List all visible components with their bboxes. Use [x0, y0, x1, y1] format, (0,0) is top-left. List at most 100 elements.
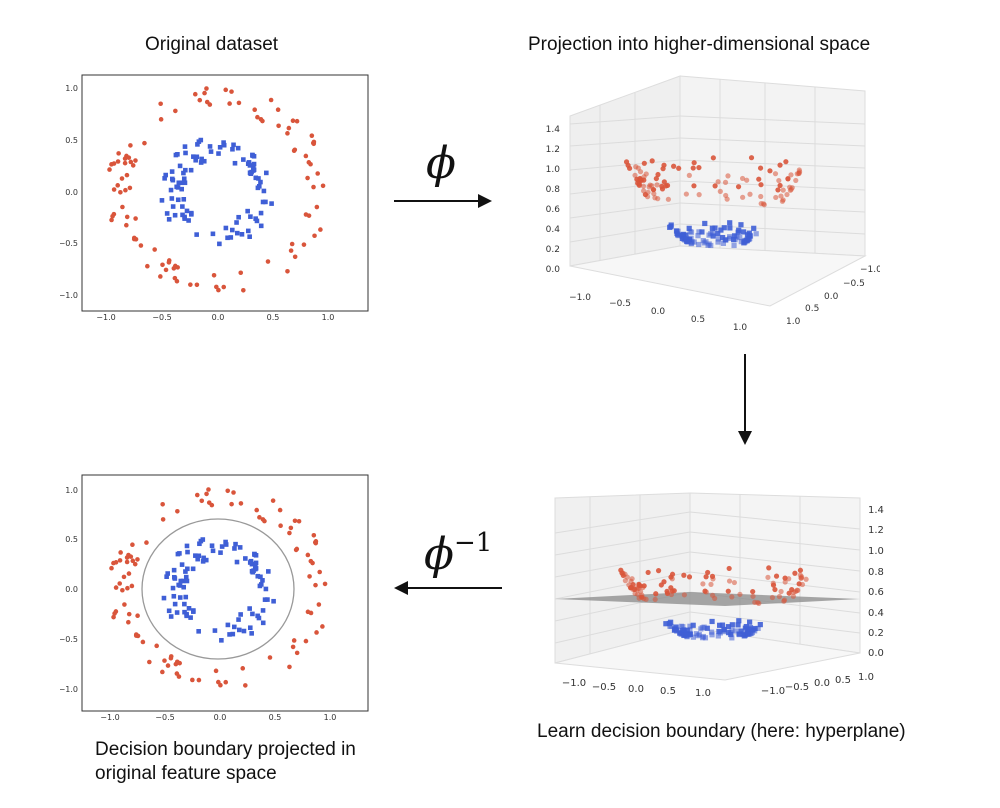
z-tick: 0.8	[868, 567, 884, 578]
outer-class-point	[726, 578, 733, 584]
outer-class-point	[633, 164, 639, 170]
inner-class-point	[179, 186, 185, 192]
z-tick: 0.2	[546, 245, 560, 255]
inner-class-point	[256, 615, 262, 621]
outer-class-point	[128, 143, 133, 148]
outer-class-point	[778, 193, 784, 199]
outer-class-point	[703, 574, 709, 580]
inner-class-point	[755, 625, 761, 631]
z-tick: 1.2	[868, 525, 884, 536]
z-tick: 0.8	[546, 185, 561, 195]
inner-class-point	[177, 595, 183, 600]
outer-class-point	[175, 508, 180, 514]
outer-class-point	[725, 173, 731, 179]
inner-class-point	[166, 608, 172, 614]
outer-class-point	[311, 141, 317, 147]
inner-class-point	[721, 225, 727, 231]
outer-class-point	[289, 241, 295, 247]
outer-class-point	[780, 197, 786, 203]
inner-class-point	[746, 236, 752, 242]
outer-class-point	[322, 581, 328, 587]
inner-class-point	[679, 631, 685, 637]
inner-class-point	[191, 154, 196, 159]
outer-class-point	[113, 585, 119, 590]
outer-class-point	[769, 594, 776, 601]
inner-class-point	[208, 149, 214, 154]
outer-class-point	[276, 123, 281, 129]
outer-class-point	[268, 97, 274, 103]
outer-class-point	[710, 155, 716, 161]
inner-class-point	[186, 606, 192, 611]
outer-class-point	[696, 192, 702, 198]
inner-class-point	[239, 232, 245, 237]
outer-class-point	[291, 638, 297, 643]
inner-class-point	[195, 556, 200, 562]
z-tick: 0.0	[546, 265, 561, 275]
inner-class-point	[260, 608, 266, 613]
y-tick: −1.0	[60, 685, 78, 694]
inner-class-point	[223, 542, 229, 547]
inner-class-point	[727, 225, 733, 231]
projection-3d-plot: 1.4 1.2 1.0 0.8 0.6 0.4 0.2 0.0 −1.0 −0.…	[546, 75, 880, 333]
x-tick: 1.0	[324, 713, 337, 722]
outer-class-point	[622, 578, 628, 584]
outer-class-point	[204, 491, 209, 497]
outer-class-point	[132, 561, 138, 567]
outer-class-point	[199, 498, 205, 504]
inner-class-point	[747, 619, 753, 625]
outer-class-point	[775, 187, 781, 193]
inner-class-point	[183, 150, 188, 156]
outer-class-point	[257, 515, 262, 520]
outer-class-point	[121, 574, 127, 580]
outer-class-point	[197, 97, 203, 103]
outer-class-point	[320, 624, 325, 629]
inner-class-point	[263, 586, 269, 592]
x-tick-labels: −1.0 −0.5 0.0 0.5 1.0	[562, 678, 711, 699]
inner-class-point	[696, 229, 702, 235]
inner-class-point	[181, 176, 187, 182]
inner-class-point	[176, 180, 182, 186]
outer-class-point	[216, 287, 221, 293]
outer-class-point	[737, 591, 743, 597]
inner-class-point	[225, 235, 230, 241]
outer-class-point	[306, 213, 312, 218]
outer-class-point	[776, 593, 783, 600]
inner-class-point	[232, 624, 237, 630]
inner-class-point	[172, 576, 178, 581]
inner-class-point	[164, 574, 169, 579]
outer-class-point	[115, 159, 121, 164]
outer-class-point	[236, 100, 242, 106]
inner-class-point	[247, 625, 253, 631]
outer-class-point	[252, 107, 258, 113]
outer-class-point	[313, 540, 319, 546]
inner-class-point	[186, 218, 191, 223]
outer-class-point	[653, 175, 659, 182]
outer-class-point	[620, 570, 626, 576]
outer-class-point	[128, 159, 134, 165]
outer-class-point	[288, 248, 294, 253]
outer-class-point	[765, 574, 771, 580]
inner-class-point	[258, 223, 264, 229]
inner-class-point	[747, 625, 754, 631]
outer-class-point	[767, 168, 773, 174]
outer-class-point	[130, 558, 136, 564]
inner-class-point	[170, 177, 176, 183]
inner-class-point	[709, 618, 715, 625]
y-tick: −1.0	[860, 265, 880, 275]
outer-class-point	[783, 159, 789, 165]
outer-class-point	[288, 525, 294, 531]
outer-class-point	[306, 160, 312, 165]
outer-class-point	[623, 159, 630, 165]
inner-class-point	[189, 210, 194, 216]
outer-class-point	[174, 278, 180, 284]
inner-class-point	[210, 548, 216, 554]
outer-class-point	[305, 552, 311, 558]
inner-class-point	[256, 176, 261, 181]
outer-class-point	[686, 574, 693, 580]
outer-class-point	[292, 254, 298, 260]
inner-class-point	[193, 157, 198, 163]
outer-class-point	[138, 243, 144, 248]
y-tick-labels: 1.0 0.5 0.0 −0.5 −1.0	[60, 84, 78, 300]
outer-class-point	[740, 194, 746, 200]
outer-class-point	[784, 191, 790, 198]
